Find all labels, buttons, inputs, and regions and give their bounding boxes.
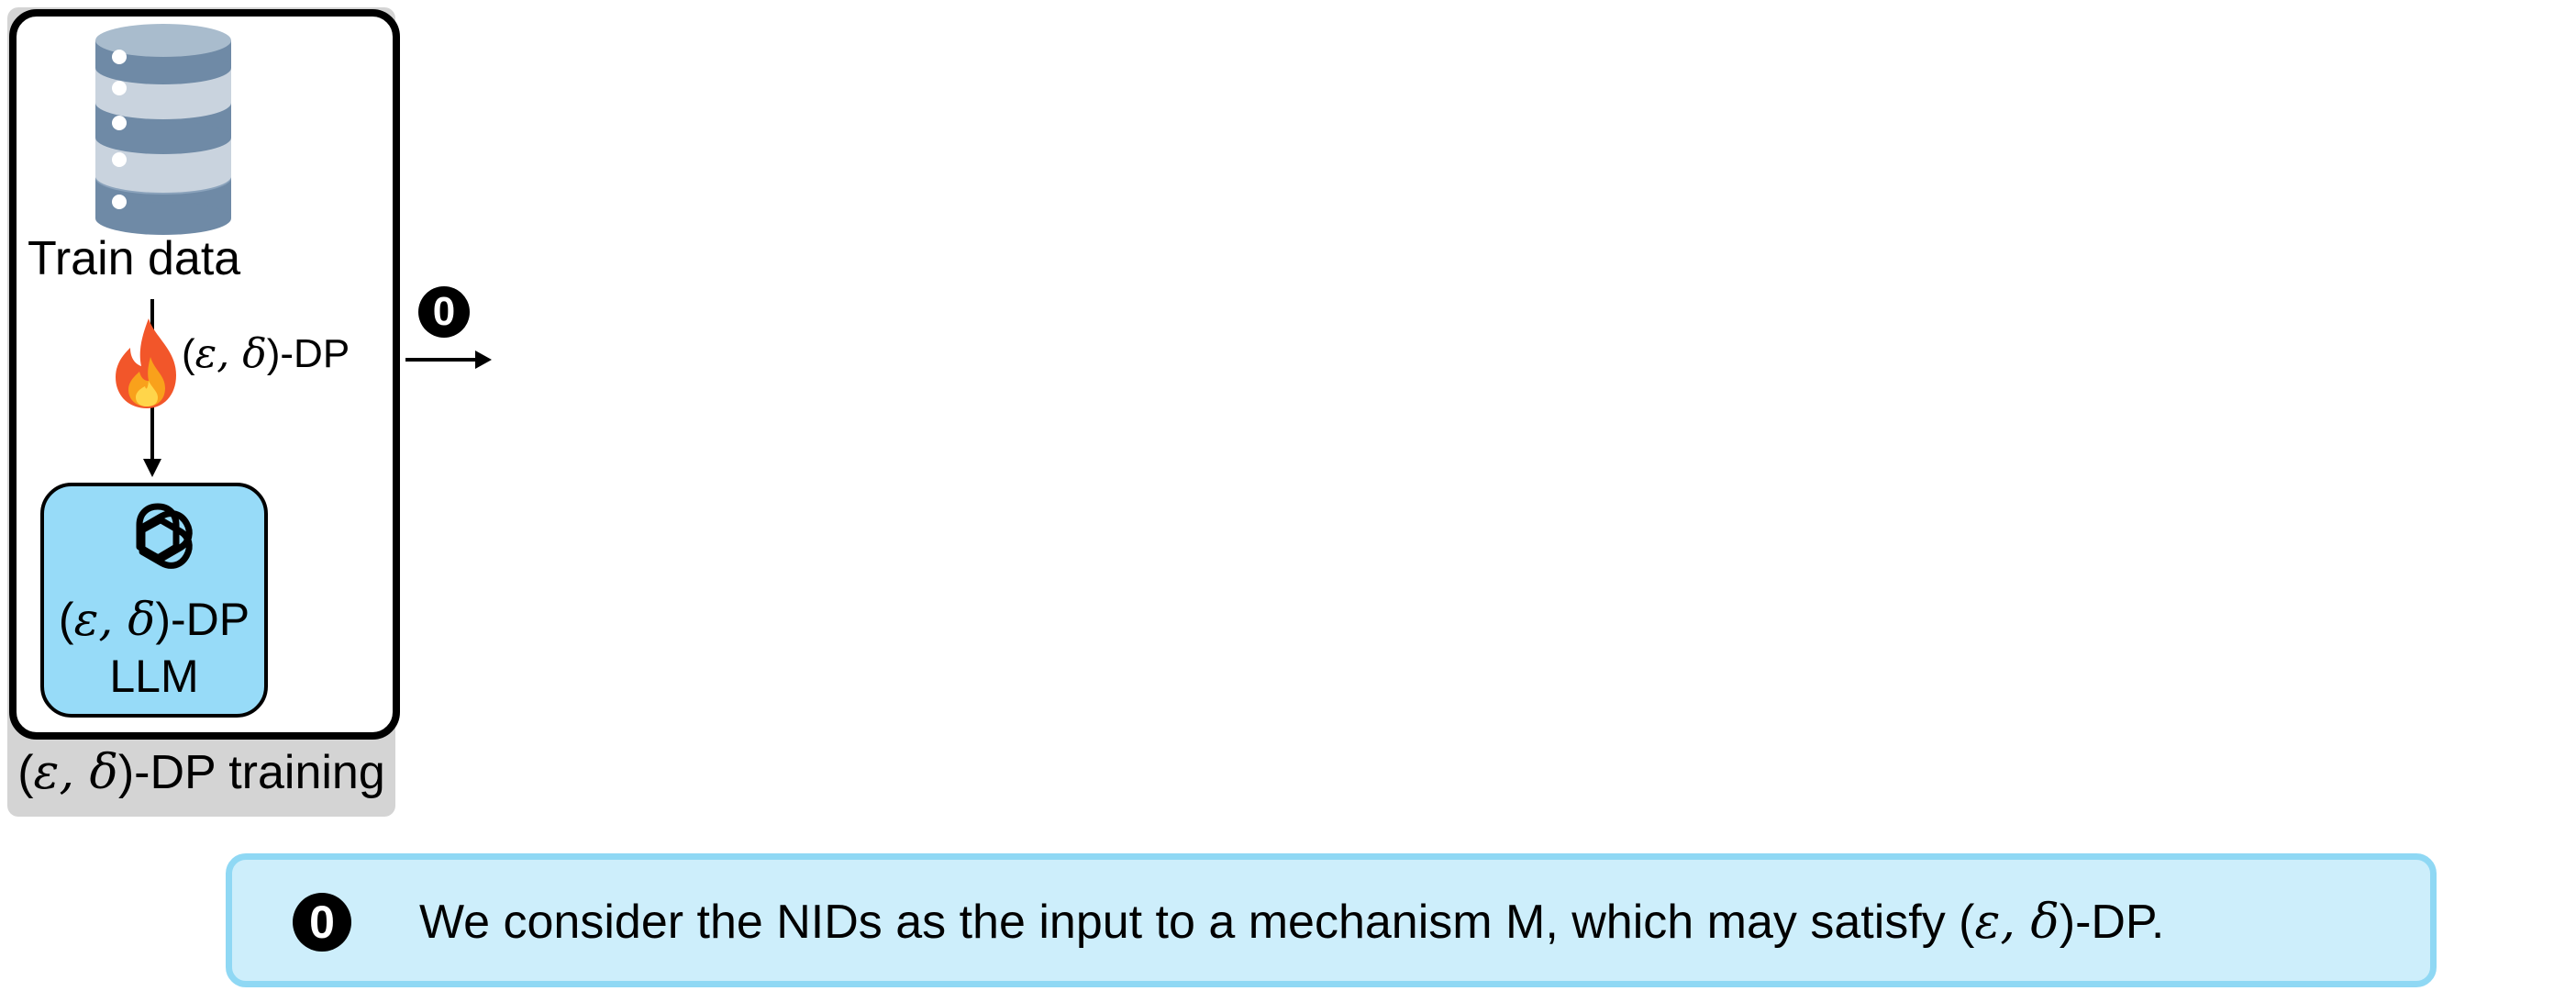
dp-training-label: (ε, δ)-DP [182, 330, 350, 377]
openai-logo-icon [136, 503, 193, 569]
train-data-label: Train data [28, 232, 241, 285]
step-number-badge: 0 [418, 286, 470, 338]
step-arrowhead [475, 351, 492, 369]
training-flow-arrowhead [143, 459, 161, 477]
database-icon [95, 24, 231, 235]
llm-dp-label: (ε, δ)-DP [58, 593, 250, 646]
training-panel-caption: (ε, δ)-DP training [17, 745, 385, 800]
step-arrow-line [405, 358, 479, 362]
step-description-box: 0 We consider the NIDs as the input to a… [226, 853, 2437, 987]
llm-label: LLM [109, 651, 199, 702]
db-disk-5 [95, 24, 231, 84]
description-step-badge: 0 [293, 893, 351, 952]
step-description-text: We consider the NIDs as the input to a m… [419, 895, 2165, 950]
dp-llm-box: (ε, δ)-DP LLM [40, 483, 268, 718]
fire-icon [116, 318, 176, 408]
